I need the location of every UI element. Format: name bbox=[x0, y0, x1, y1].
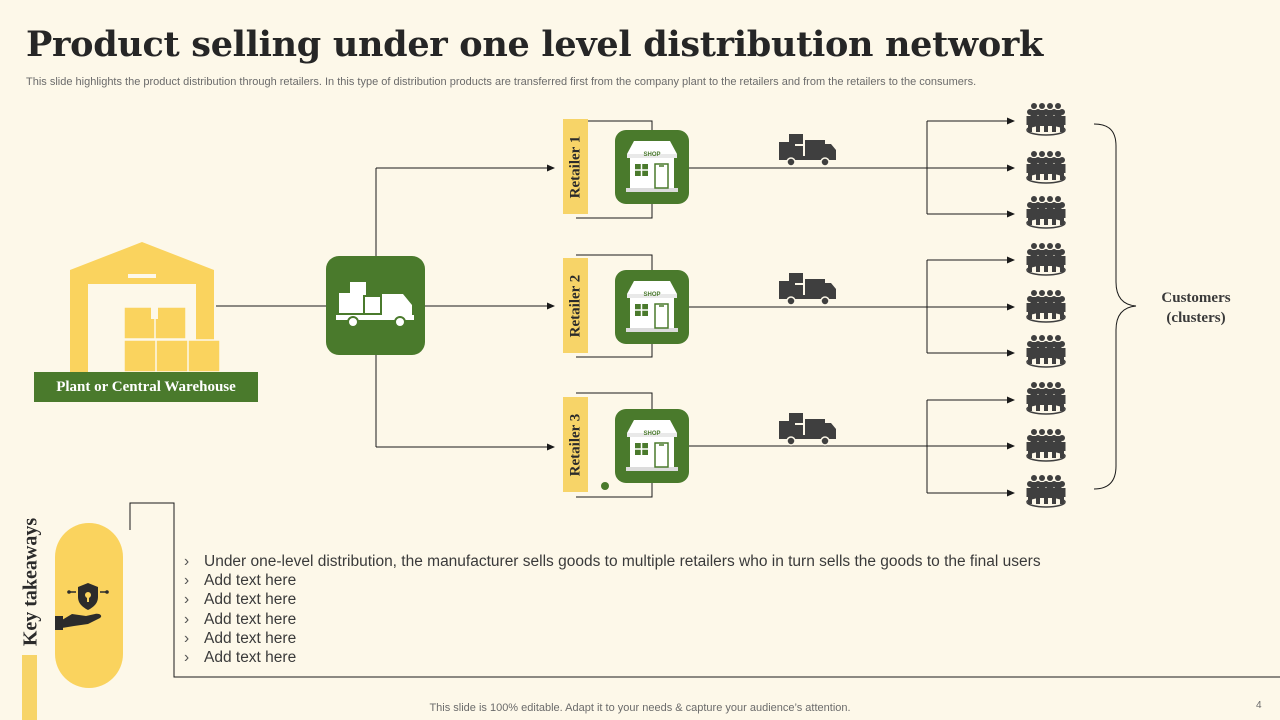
customers-label-line1: Customers bbox=[1161, 290, 1231, 306]
slide-subtitle: This slide highlights the product distri… bbox=[26, 76, 977, 88]
retailer-3-label: Retailer 3 bbox=[567, 413, 583, 476]
distributor-truck-icon bbox=[326, 256, 425, 355]
customers-label-line2: (clusters) bbox=[1166, 310, 1226, 326]
customer-cluster-icon bbox=[1027, 475, 1066, 507]
customer-cluster-icon bbox=[1027, 243, 1066, 275]
customer-cluster-icon bbox=[1027, 429, 1066, 461]
list-item: › Add text here bbox=[184, 629, 1084, 648]
page-number: 4 bbox=[1256, 700, 1262, 711]
shop-icon: SHOP bbox=[614, 408, 690, 484]
shop-sign: SHOP bbox=[643, 292, 660, 298]
warehouse-label: Plant or Central Warehouse bbox=[34, 372, 258, 402]
customer-cluster-icon bbox=[1027, 382, 1066, 414]
customer-cluster-icon bbox=[1027, 290, 1066, 322]
shop-sign: SHOP bbox=[643, 431, 660, 437]
list-item: › Add text here bbox=[184, 610, 1084, 629]
chevron-right-icon: › bbox=[184, 649, 190, 667]
dot-marker bbox=[601, 482, 609, 490]
list-item-text: Under one-level distribution, the manufa… bbox=[204, 553, 1041, 570]
customers-label: Customers (clusters) bbox=[1140, 288, 1252, 328]
delivery-truck-icon bbox=[778, 412, 837, 446]
list-item: › Add text here bbox=[184, 571, 1084, 590]
key-takeaways-icon-pill bbox=[55, 523, 123, 688]
shop-sign: SHOP bbox=[643, 152, 660, 158]
list-item-text: Add text here bbox=[204, 629, 297, 647]
warehouse-icon bbox=[70, 242, 221, 373]
key-takeaways-list: › Under one-level distribution, the manuf… bbox=[184, 552, 1084, 667]
list-item: › Add text here bbox=[184, 590, 1084, 609]
customer-cluster-icon bbox=[1027, 335, 1066, 367]
retailer-1-label: Retailer 1 bbox=[567, 135, 583, 198]
customer-cluster-icon bbox=[1027, 103, 1066, 135]
delivery-truck-icon bbox=[778, 272, 837, 306]
customer-cluster-icon bbox=[1027, 151, 1066, 183]
list-item-text: Add text here bbox=[204, 649, 297, 667]
retailer-2-tab: Retailer 2 bbox=[563, 258, 588, 353]
customer-cluster-icon bbox=[1027, 196, 1066, 228]
shop-icon: SHOP bbox=[614, 129, 690, 205]
shop-icon: SHOP bbox=[614, 269, 690, 345]
chevron-right-icon: › bbox=[184, 610, 190, 628]
key-takeaways-label: Key takeaways bbox=[19, 517, 42, 647]
retailer-2-label: Retailer 2 bbox=[567, 274, 583, 337]
slide-title: Product selling under one level distribu… bbox=[26, 24, 1043, 65]
list-item-text: Add text here bbox=[204, 591, 297, 609]
chevron-right-icon: › bbox=[184, 591, 190, 609]
chevron-right-icon: › bbox=[184, 629, 190, 647]
list-item-text: Add text here bbox=[204, 610, 297, 628]
delivery-truck-icon bbox=[778, 133, 837, 167]
footer-note: This slide is 100% editable. Adapt it to… bbox=[429, 702, 851, 714]
list-item: › Under one-level distribution, the manuf… bbox=[184, 552, 1084, 571]
retailer-3-tab: Retailer 3 bbox=[563, 397, 588, 492]
list-item: › Add text here bbox=[184, 648, 1084, 667]
retailer-1-tab: Retailer 1 bbox=[563, 119, 588, 214]
list-item-text: Add text here bbox=[204, 572, 297, 590]
connectors bbox=[129, 117, 1280, 678]
chevron-right-icon: › bbox=[184, 572, 190, 590]
chevron-right-icon: › bbox=[184, 553, 190, 570]
key-takeaways-accent-bar bbox=[22, 655, 37, 720]
